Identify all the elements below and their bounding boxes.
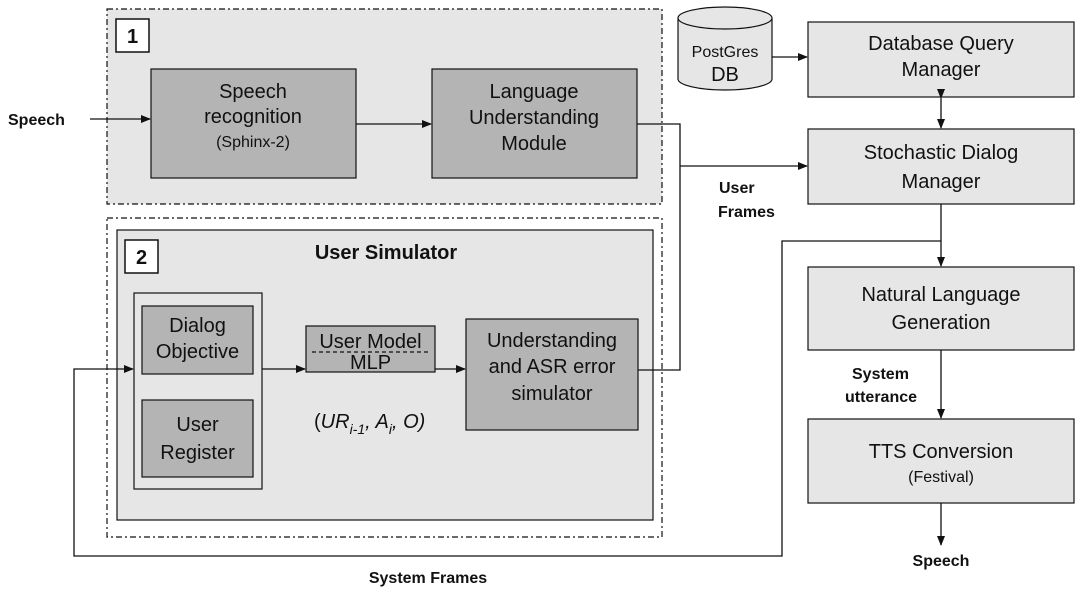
speech-output-label: Speech xyxy=(913,553,970,570)
dqm-line2: Manager xyxy=(902,59,981,81)
user-simulator-title: User Simulator xyxy=(315,242,457,264)
panel-2-number: 2 xyxy=(136,247,147,269)
language-understanding-line2: Understanding xyxy=(469,107,599,129)
speech-recognition-box: Speech recognition (Sphinx-2) xyxy=(150,68,357,179)
user-model-line2: MLP xyxy=(350,352,391,374)
line-understanding-to-junction xyxy=(637,123,681,166)
asr-simulator-line2: and ASR error xyxy=(489,356,616,378)
nlg-line2: Generation xyxy=(892,312,991,334)
line-system-frames xyxy=(73,240,941,557)
tts-line1: TTS Conversion xyxy=(869,441,1014,463)
speech-recognition-sub: (Sphinx-2) xyxy=(216,134,290,151)
dialog-objective-line2: Objective xyxy=(156,341,239,363)
nlg-line1: Natural Language xyxy=(861,284,1020,306)
panel-2-number-box xyxy=(124,239,159,274)
panel-1-number: 1 xyxy=(127,26,138,48)
speech-input-label: Speech xyxy=(8,112,65,129)
dialog-objective-box: Dialog Objective xyxy=(141,305,254,375)
dqm-line1: Database Query xyxy=(868,33,1014,55)
asr-error-simulator-box: Understanding and ASR error simulator xyxy=(465,318,639,431)
tts-conversion-box: TTS Conversion (Festival) xyxy=(807,418,1075,504)
user-register-box: User Register xyxy=(141,399,254,478)
postgres-db-line2: DB xyxy=(711,64,739,86)
language-understanding-box: Language Understanding Module xyxy=(431,68,638,179)
postgres-db-line1: PostGres xyxy=(692,44,759,61)
system-utterance-label-1: System xyxy=(852,366,909,383)
speech-recognition-line2: recognition xyxy=(204,106,302,128)
user-frames-label-1: User xyxy=(719,180,755,197)
language-understanding-line3: Module xyxy=(501,133,567,155)
connectors xyxy=(73,53,945,557)
language-understanding-line1: Language xyxy=(490,81,579,103)
natural-language-generation-box: Natural Language Generation xyxy=(807,266,1075,351)
database-query-manager-box: Database Query Manager xyxy=(807,21,1075,98)
speech-recognition-line1: Speech xyxy=(219,81,287,103)
postgres-db-cylinder: PostGres DB xyxy=(677,6,773,91)
line-asr-simulator-to-junction xyxy=(638,166,681,371)
dialog-objective-line1: Dialog xyxy=(169,315,226,337)
user-model-box: User Model MLP xyxy=(305,325,436,374)
tts-sub: (Festival) xyxy=(908,469,974,486)
sdm-line1: Stochastic Dialog xyxy=(864,142,1019,164)
user-register-line1: User xyxy=(176,414,219,436)
system-utterance-label-2: utterance xyxy=(845,389,917,406)
user-model-line1: User Model xyxy=(319,331,421,353)
panel-1-number-box xyxy=(115,18,150,53)
user-frames-label-2: Frames xyxy=(718,204,775,221)
user-register-line2: Register xyxy=(160,442,235,464)
asr-simulator-line1: Understanding xyxy=(487,330,617,352)
stochastic-dialog-manager-box: Stochastic Dialog Manager xyxy=(807,128,1075,205)
asr-simulator-line3: simulator xyxy=(511,383,592,405)
system-frames-label: System Frames xyxy=(369,570,487,587)
sdm-line2: Manager xyxy=(902,171,981,193)
user-model-formula: (URi-1, Ai, O) xyxy=(314,411,425,437)
